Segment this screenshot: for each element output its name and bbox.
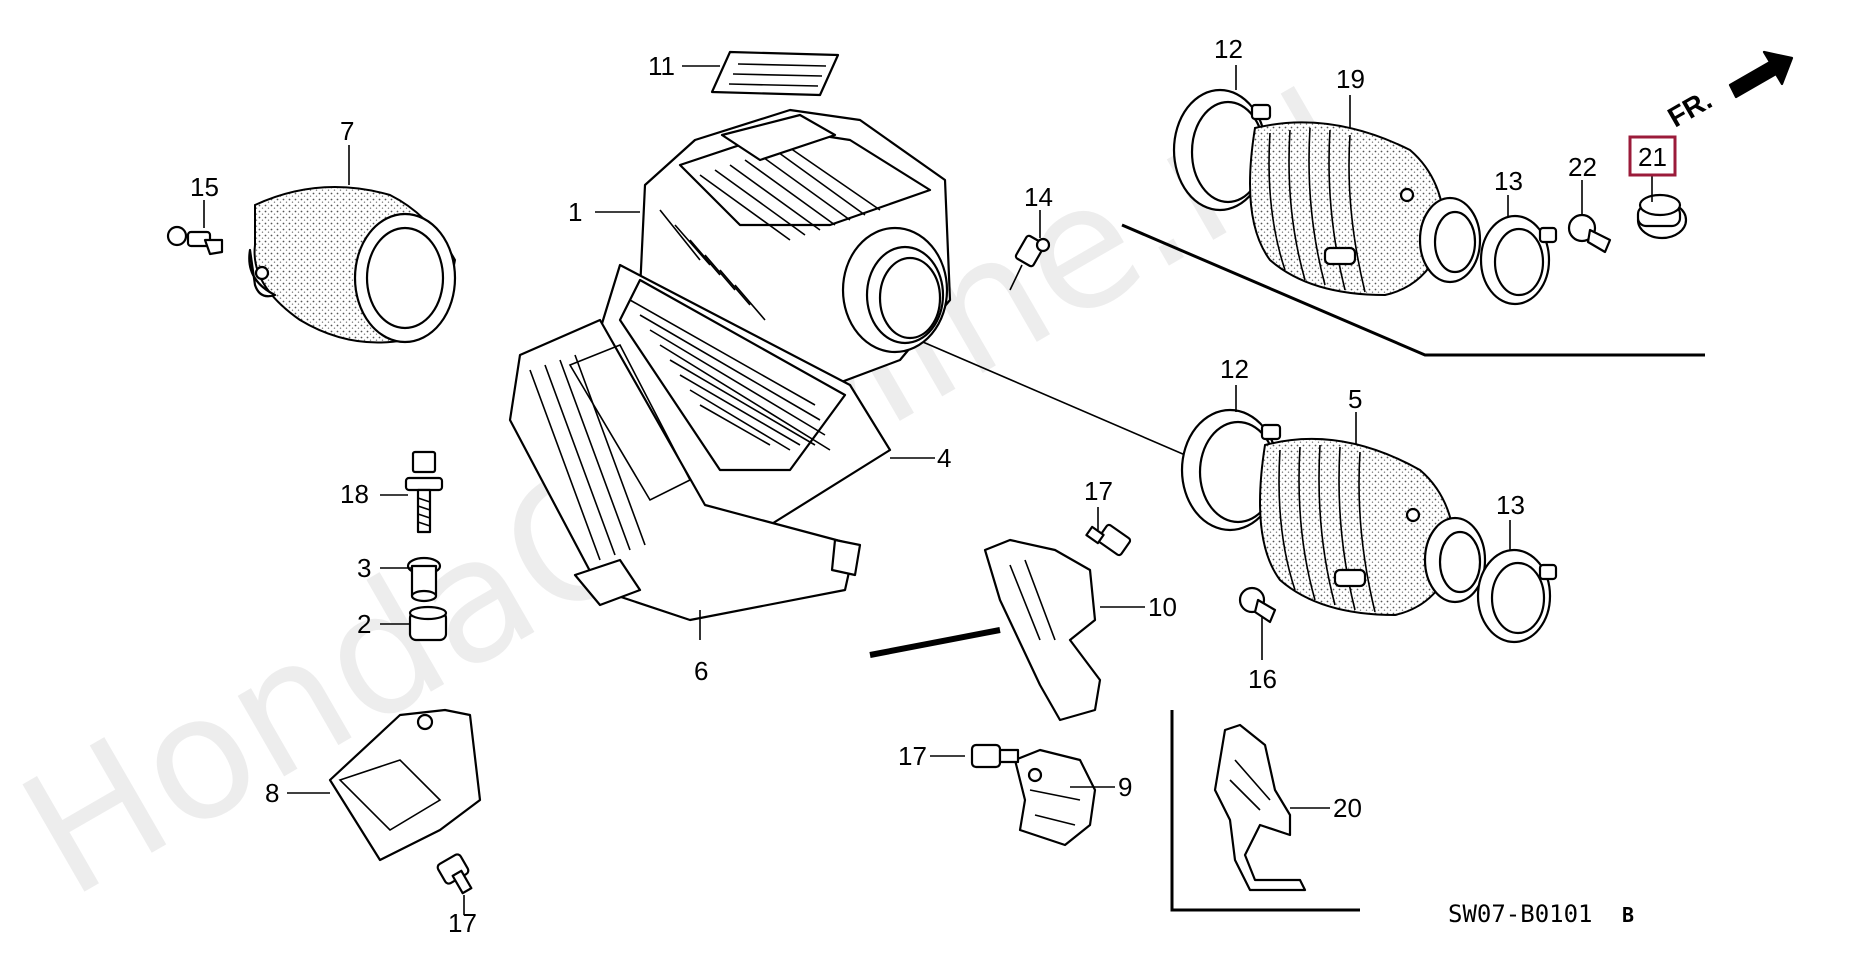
diagram-code-suffix: B [1622,903,1634,927]
part-13-clamp-lower[interactable] [1476,548,1558,644]
callout-20[interactable]: 20 [1333,793,1362,823]
diagram-code-text: SW07-B0101 [1448,900,1593,928]
highlight-box-part-21 [1628,135,1677,177]
callout-19[interactable]: 19 [1336,64,1365,94]
leader-lines [203,65,1653,915]
callout-1[interactable]: 1 [568,197,582,227]
callout-17-middle[interactable]: 17 [1084,476,1113,506]
part-11-label[interactable] [710,50,840,97]
part-8-bracket[interactable] [328,708,482,862]
part-2-grommet[interactable] [408,605,448,642]
callout-10[interactable]: 10 [1148,592,1177,622]
callout-6[interactable]: 6 [694,656,708,686]
callout-21[interactable]: 21 [1638,142,1667,172]
callout-17-bottom-middle[interactable]: 17 [898,741,927,771]
callout-12-lower[interactable]: 12 [1220,354,1249,384]
callout-8[interactable]: 8 [265,778,279,808]
part-19-intake-tube[interactable] [1249,121,1482,297]
part-13-clamp-upper[interactable] [1479,214,1558,306]
part-3-collar[interactable] [406,556,442,603]
part-17-bolt-lower-left[interactable] [436,853,473,895]
part-7-intake-duct[interactable] [248,186,457,344]
part-22-clip[interactable] [1567,213,1612,254]
part-17-bolt-middle[interactable] [1085,523,1132,557]
part-10-stay[interactable] [869,538,1102,722]
part-18-bolt[interactable] [404,450,444,534]
callout-13-lower[interactable]: 13 [1496,490,1525,520]
part-12-clamp-upper[interactable] [1172,88,1272,212]
outlet-connector-line [894,329,1221,471]
part-5-intake-tube[interactable] [1259,437,1487,617]
callout-17-lower-left[interactable]: 17 [448,908,477,938]
callout-2[interactable]: 2 [357,609,371,639]
inset-frame-top [1121,223,1705,357]
callout-18[interactable]: 18 [340,479,369,509]
part-16-clip[interactable] [1238,586,1277,624]
callout-labels: 11 1 7 15 14 18 3 2 8 17 4 6 17 10 17 9 … [190,34,1667,938]
callout-15[interactable]: 15 [190,172,219,202]
callout-5[interactable]: 5 [1348,384,1362,414]
callout-14[interactable]: 14 [1024,182,1053,212]
inset-frame-bottom [1170,710,1360,912]
callout-22[interactable]: 22 [1568,152,1597,182]
callout-3[interactable]: 3 [357,553,371,583]
callout-7[interactable]: 7 [340,116,354,146]
part-21-cap[interactable] [1636,193,1688,240]
callout-13-upper[interactable]: 13 [1494,166,1523,196]
front-direction-indicator: FR. [1663,50,1794,133]
front-direction-arrow-icon [1728,50,1794,99]
part-20-bracket[interactable] [1213,723,1307,892]
part-17-bolt-bottom-middle[interactable] [970,743,1020,769]
front-direction-label: FR. [1663,84,1718,133]
diagram-code: SW07-B0101 B [1448,900,1634,928]
part-6-air-cleaner-case[interactable] [508,318,862,622]
part-9-bracket[interactable] [1013,748,1097,847]
callout-9[interactable]: 9 [1118,772,1132,802]
part-14-intake-air-temp-sensor[interactable] [1009,234,1051,291]
callout-12-upper[interactable]: 12 [1214,34,1243,64]
callout-11[interactable]: 11 [648,51,675,81]
part-12-clamp-lower[interactable] [1180,408,1282,532]
part-15-clip[interactable] [166,225,224,256]
callout-4[interactable]: 4 [937,443,951,473]
part-1-air-cleaner-cover[interactable] [638,108,952,432]
callout-16[interactable]: 16 [1248,664,1277,694]
